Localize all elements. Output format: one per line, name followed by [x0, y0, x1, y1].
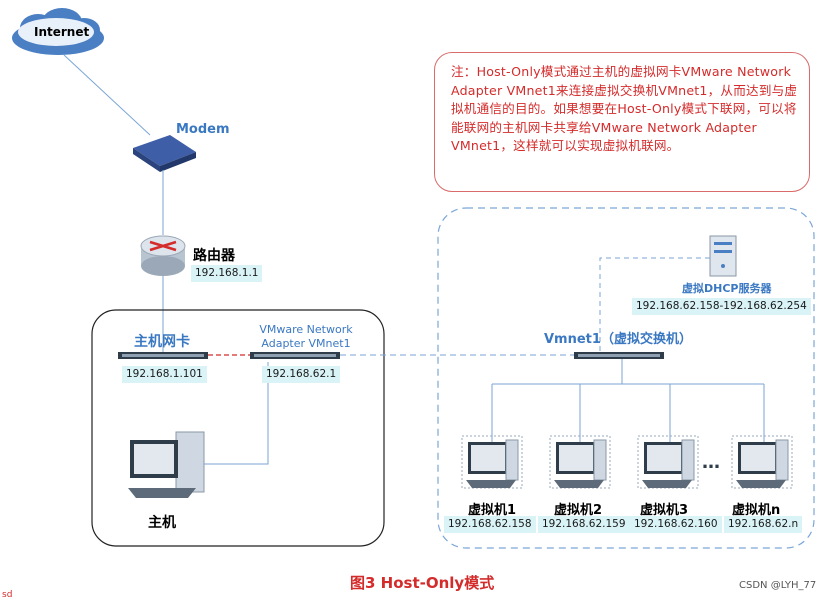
vmnet-adapter-icon — [250, 352, 340, 359]
corner-text: sd — [2, 590, 13, 600]
vm3-ip: 192.168.62.160 — [630, 516, 722, 533]
adapter-host-link — [200, 362, 269, 465]
explanation-note: 注：Host-Only模式通过主机的虚拟网卡VMware Network Ada… — [434, 52, 810, 192]
dhcp-range: 192.168.62.158-192.168.62.254 — [632, 298, 811, 315]
figure-caption: 图3 Host-Only模式 — [350, 574, 495, 592]
vm1-name: 虚拟机1 — [468, 503, 517, 518]
host-nic-label: 主机网卡 — [134, 334, 190, 350]
internet-modem-link — [63, 54, 151, 136]
vm2-name: 虚拟机2 — [554, 503, 603, 518]
modem-label: Modem — [176, 122, 230, 137]
vmn-name: 虚拟机n — [732, 503, 781, 518]
modem-icon — [133, 135, 196, 172]
vmn-computer-icon — [731, 435, 793, 489]
vm2-ip: 192.168.62.159 — [538, 516, 630, 533]
vmnet1-label: Vmnet1（虚拟交换机） — [544, 332, 692, 347]
vm3-computer-icon — [637, 435, 699, 489]
vmnet-adapter-label-line1: VMware Network — [259, 323, 353, 336]
vmnet-adapter-label-line2: Adapter VMnet1 — [261, 337, 351, 350]
dhcp-label: 虚拟DHCP服务器 — [682, 282, 772, 295]
router-ip: 192.168.1.1 — [191, 265, 263, 282]
host-nic-icon — [118, 352, 208, 359]
internet-cloud-icon — [12, 8, 104, 55]
vm3-name: 虚拟机3 — [640, 503, 689, 518]
vm1-ip: 192.168.62.158 — [444, 516, 536, 533]
dhcp-vmnet1-link — [599, 257, 710, 352]
virtual-network-region — [437, 207, 815, 549]
vm-ellipsis: … — [702, 452, 720, 473]
dhcp-server-icon — [709, 235, 737, 277]
vmnet1-switch-icon — [574, 352, 664, 359]
csdn-watermark: CSDN @LYH_77 — [739, 580, 817, 591]
router-icon — [140, 235, 186, 276]
vm2-computer-icon — [549, 435, 611, 489]
router-label: 路由器 — [193, 248, 235, 264]
vmn-ip: 192.168.62.n — [724, 516, 803, 533]
vmnet-adapter-ip: 192.168.62.1 — [262, 366, 341, 383]
host-nic-ip: 192.168.1.101 — [122, 366, 207, 383]
host-computer-icon — [128, 431, 205, 498]
host-label: 主机 — [148, 515, 176, 531]
internet-label: Internet — [34, 25, 90, 39]
host-machine-box — [91, 309, 385, 547]
vmnet-adapter-label: VMware Network Adapter VMnet1 — [256, 323, 356, 351]
vm1-computer-icon — [461, 435, 523, 489]
